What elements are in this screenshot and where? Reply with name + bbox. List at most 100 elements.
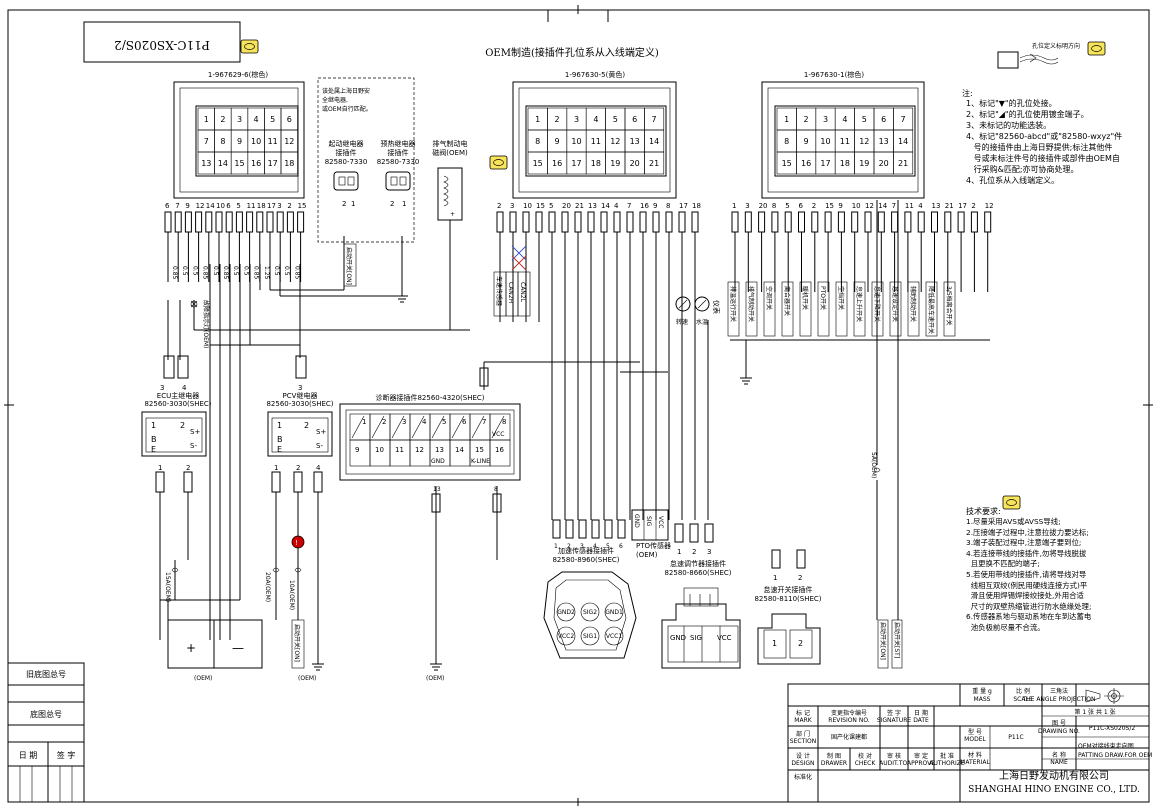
tech-requirements-body: 1.尽量采用AVS或AVSS导线; 2.压接端子过程中,注意拉拔力要达标; 3.… (966, 517, 1092, 632)
wire-gauge: 0.5 (212, 266, 219, 276)
wire-pin-number: 7 (175, 202, 179, 210)
wire-gauge: 0.5 (242, 266, 249, 276)
svg-text:3: 3 (298, 384, 302, 392)
pin-number: 17 (268, 159, 278, 168)
pin-number: 16 (251, 159, 261, 168)
svg-text:+: + (186, 641, 196, 655)
pin-number: 1 (784, 115, 789, 124)
wire-pin-number: 10 (852, 202, 861, 210)
wire-pin-number: 15 (825, 202, 834, 210)
terminal (758, 211, 766, 233)
switch-label-box (799, 281, 812, 337)
wire-gauge: 0.5 (181, 266, 188, 276)
c1-harness (167, 220, 470, 640)
svg-text:2: 2 (342, 200, 346, 208)
wire-pin-number: 21 (575, 202, 584, 210)
pin-number: 3 (823, 115, 828, 124)
switch-label: 空调开关 (765, 286, 773, 310)
battery: + — (167, 600, 263, 669)
notes-title: 注: (962, 89, 973, 98)
svg-text:水温: 水温 (696, 318, 708, 326)
wire-pin-number: 7 (892, 202, 896, 210)
pin-number: 5 (270, 115, 275, 124)
terminal (851, 211, 859, 233)
notes-body: 1、标记"▼"的孔位处接。 2、标记"◢"的孔位使用镀金端子。 3、未标记的功能… (966, 99, 1123, 185)
svg-text:20A(OEM): 20A(OEM) (264, 572, 271, 602)
svg-text:1: 1 (274, 464, 278, 472)
wire-pin-number: 6 (226, 202, 231, 210)
svg-text:4: 4 (593, 543, 597, 550)
pin-number: 6 (632, 115, 637, 124)
svg-text:16: 16 (495, 446, 504, 454)
wire-pin-number: 9 (838, 202, 842, 210)
pin-number: 5 (862, 115, 867, 124)
terminal (665, 211, 673, 233)
switch-label: 降低最高车速开关 (927, 286, 935, 334)
switch-label-box (835, 281, 848, 337)
svg-text:2: 2 (798, 574, 802, 582)
svg-text:SECTION: SECTION (790, 738, 816, 745)
wire-pin-number: 21 (945, 202, 954, 210)
wire-gauge: 0.5 (283, 266, 290, 276)
wire-gauge: 0.5 (232, 266, 239, 276)
terminal (215, 211, 223, 233)
wire-gauge: 0.5 (191, 266, 198, 276)
svg-text:启动开关[ON]: 启动开关[ON] (293, 624, 301, 662)
wire-gauge: 0.85 (293, 266, 300, 280)
svg-text:孔位定义标明方向: 孔位定义标明方向 (1032, 42, 1080, 50)
switch-label-box (943, 281, 956, 337)
wire-pin-number: 15 (536, 202, 545, 210)
connector-direction-legend: 孔位定义标明方向 (997, 42, 1080, 69)
svg-text:第 1 张 共 1 张: 第 1 张 共 1 张 (1074, 708, 1115, 716)
svg-text:日 期: 日 期 (19, 751, 38, 760)
svg-text:审 定: 审 定 (914, 752, 928, 760)
svg-text:转速: 转速 (676, 318, 688, 326)
terminal (174, 211, 182, 233)
terminal (678, 211, 686, 233)
note-icon (240, 39, 259, 54)
wire-pin-number: 3 (745, 202, 749, 210)
wire-pin-number: 14 (206, 202, 215, 210)
svg-text:11: 11 (395, 446, 404, 454)
svg-text:国产化课建都: 国产化课建都 (831, 733, 867, 741)
wire-pin-number: 2 (497, 202, 501, 210)
terminal (798, 211, 805, 233)
svg-text:1: 1 (677, 548, 681, 556)
svg-text:名 称: 名 称 (1052, 751, 1066, 759)
terminal (235, 211, 243, 233)
switch-label-box (745, 281, 758, 337)
svg-text:B: B (151, 435, 157, 444)
pin-number: 8 (220, 137, 225, 146)
pin-number: 1 (535, 115, 540, 124)
pin-number: 2 (804, 115, 809, 124)
wire-pin-number: 9 (185, 202, 189, 210)
pin-number: 3 (574, 115, 579, 124)
svg-text:S-: S- (190, 442, 197, 450)
svg-text:标准化: 标准化 (794, 773, 812, 781)
wire-pin-number: 13 (932, 202, 941, 210)
wire-pin-number: 17 (958, 202, 967, 210)
switch-label-box (781, 281, 794, 337)
wire-pin-number: 8 (772, 202, 776, 210)
svg-text:VCC: VCC (657, 516, 664, 528)
pin-number: 21 (649, 159, 659, 168)
terminal (904, 211, 912, 233)
switch-label: 怠速上升开关 (855, 286, 863, 322)
pin-number: 11 (268, 137, 278, 146)
svg-text:GND: GND (670, 634, 686, 642)
start-switch-box (891, 619, 903, 669)
terminal (184, 211, 192, 233)
svg-text:4: 4 (182, 384, 187, 392)
svg-text:2: 2 (304, 421, 309, 430)
terminal (626, 211, 634, 233)
pin-number: 10 (251, 137, 261, 146)
pin-number: 9 (804, 137, 809, 146)
svg-text:13: 13 (435, 446, 444, 454)
terminal (286, 211, 294, 233)
svg-text:CAN2H: CAN2H (507, 282, 514, 303)
ecu-main-relay: 3 4 ECU主继电器 82560-3030(SHEC) 1 2 B S+ E … (141, 355, 212, 640)
